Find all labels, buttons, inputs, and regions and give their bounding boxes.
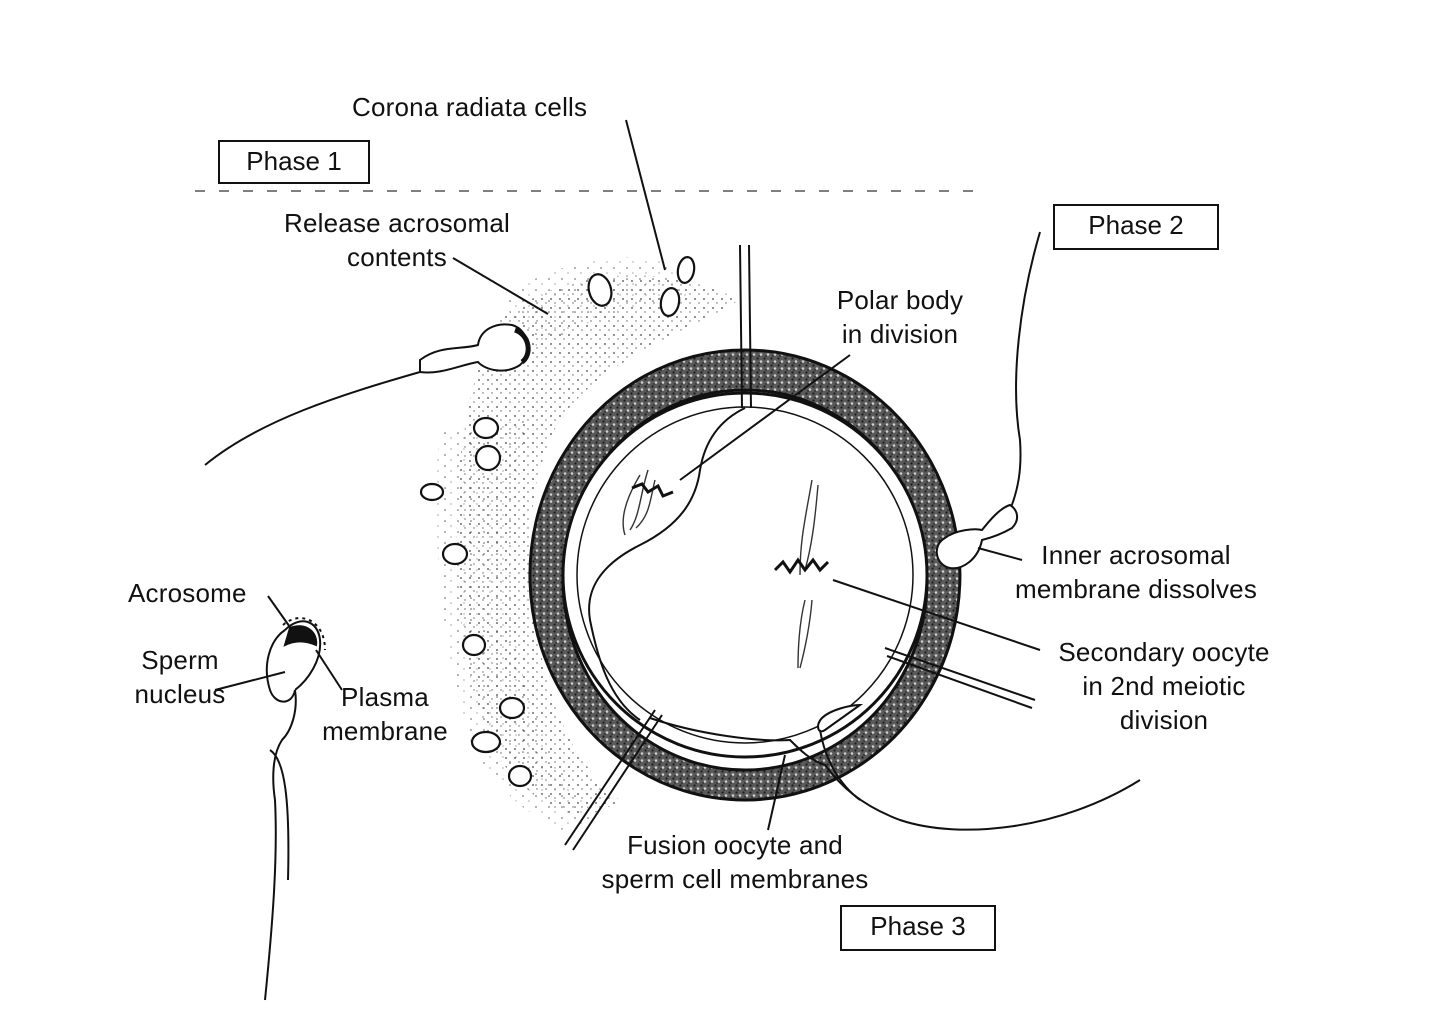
label-plasma-membrane: Plasma membrane — [305, 680, 465, 748]
label-fusion: Fusion oocyte and sperm cell membranes — [570, 828, 900, 896]
label-polar-body: Polar body in division — [815, 283, 985, 351]
polar-body — [588, 407, 746, 721]
label-inner-acrosomal: Inner acrosomal membrane dissolves — [990, 538, 1282, 606]
corona-radiata-cells — [419, 256, 696, 788]
label-release-line1: Release acrosomal — [284, 208, 510, 238]
phase3-box: Phase 3 — [840, 905, 996, 951]
label-fusion-line1: Fusion oocyte and — [627, 830, 843, 860]
label-release-acrosomal: Release acrosomal contents — [262, 206, 532, 274]
meiotic-spindles — [622, 469, 830, 669]
phase1-box: Phase 1 — [218, 140, 370, 184]
leader-lines — [214, 119, 1041, 831]
label-corona-radiata: Corona radiata cells — [352, 92, 588, 122]
label-secondary-line2: in 2nd meiotic — [1082, 671, 1246, 701]
label-plasma-line1: Plasma — [341, 682, 429, 712]
label-inner-line2: membrane dissolves — [1014, 574, 1258, 604]
label-sperm-nucleus: Sperm nucleus — [120, 643, 240, 711]
label-release-line2: contents — [347, 242, 447, 272]
sperm-fusion — [649, 703, 1141, 831]
label-secondary-oocyte: Secondary oocyte in 2nd meiotic division — [1030, 635, 1298, 737]
oocyte — [561, 391, 929, 759]
sperm-diagram-left — [264, 617, 326, 1001]
label-plasma-line2: membrane — [322, 716, 448, 746]
label-polar-line1: Polar body — [836, 285, 964, 315]
label-secondary-line3: division — [1119, 705, 1209, 735]
label-fusion-line2: sperm cell membranes — [601, 864, 869, 894]
label-sperm-line1: Sperm — [141, 645, 219, 675]
label-secondary-line1: Secondary oocyte — [1058, 637, 1270, 667]
label-sperm-line2: nucleus — [134, 679, 226, 709]
sperm-tracks-bottom — [564, 647, 1036, 851]
label-polar-line2: in division — [841, 319, 959, 349]
sperm-track-top — [739, 244, 752, 409]
label-acrosome: Acrosome — [128, 578, 247, 608]
sperm-phase1 — [204, 323, 531, 466]
label-inner-line1: Inner acrosomal — [1041, 540, 1231, 570]
phase2-box: Phase 2 — [1053, 204, 1219, 250]
sperm-phase2 — [935, 231, 1041, 570]
